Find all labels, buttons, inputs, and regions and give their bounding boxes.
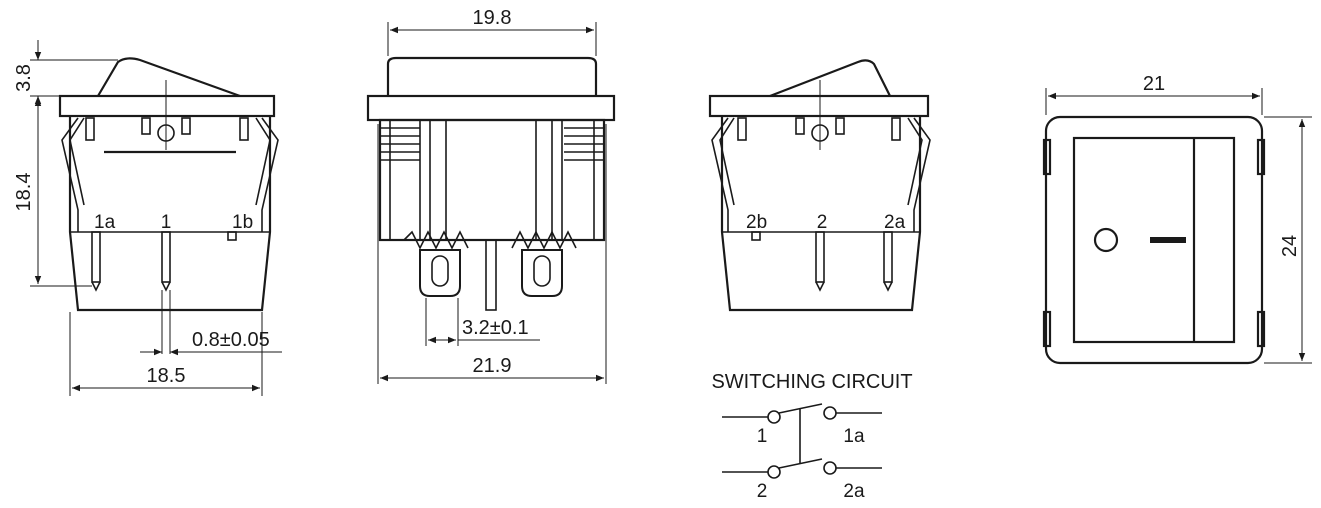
snap-spring-left [61, 117, 79, 232]
flange [708, 94, 930, 118]
pin-label-1b: 1b [232, 212, 253, 233]
ribs-right [564, 127, 604, 161]
side-view-right: 2b 2 2a [708, 59, 931, 312]
dim-width-flange: 21.9 [473, 355, 512, 377]
ribs-left [380, 127, 420, 161]
dim-width-bottom: 18.5 [147, 365, 186, 387]
circuit-label-2: 2 [757, 481, 768, 502]
pin-label-2b: 2b [746, 212, 767, 233]
dim-pin-pitch: 3.2±0.1 [462, 317, 529, 339]
side-view-left: 1a 1 1b 3.8 18.4 0.8±0.05 18.5 [13, 40, 282, 396]
circuit-label-1: 1 [757, 426, 768, 447]
pin-label-1a: 1a [94, 212, 116, 233]
rocker-top [386, 56, 598, 96]
dim-height-cap: 3.8 [13, 64, 35, 92]
rocker-face [1072, 136, 1236, 344]
on-symbol [1150, 237, 1186, 243]
housing [378, 118, 606, 242]
flange [58, 94, 276, 118]
circuit-label-2a: 2a [843, 481, 865, 502]
rocker-cap [97, 57, 241, 98]
pin-1a [91, 231, 101, 292]
dim-width-top: 19.8 [473, 7, 512, 29]
center-pin [485, 239, 497, 311]
pin-2 [815, 231, 825, 292]
dim-height-body: 18.4 [13, 173, 35, 212]
housing [720, 116, 922, 312]
front-view: 19.8 3.2±0.1 21.9 [366, 7, 616, 384]
pin-1 [161, 231, 171, 292]
snap-spring-right [261, 117, 279, 232]
pin-label-2: 2 [817, 212, 828, 233]
pin-label-2a: 2a [884, 212, 906, 233]
off-symbol [1093, 227, 1119, 253]
terminal-right [521, 249, 563, 297]
flange [366, 94, 616, 122]
dim-face-height: 24 [1279, 235, 1301, 257]
dim-face-width: 21 [1143, 73, 1165, 95]
front-face-view: 21 24 [1042, 73, 1312, 365]
pin-label-1: 1 [161, 212, 172, 233]
circuit-title: SWITCHING CIRCUIT [711, 371, 912, 393]
switching-circuit: SWITCHING CIRCUIT 1 1a 2 2a [711, 371, 912, 502]
bezel [1044, 115, 1264, 365]
dim-pin-width: 0.8±0.05 [192, 329, 270, 351]
circuit-label-1a: 1a [843, 426, 865, 447]
rocker-cap [769, 59, 891, 98]
terminal-left [419, 249, 461, 297]
pin-2a [883, 231, 893, 292]
